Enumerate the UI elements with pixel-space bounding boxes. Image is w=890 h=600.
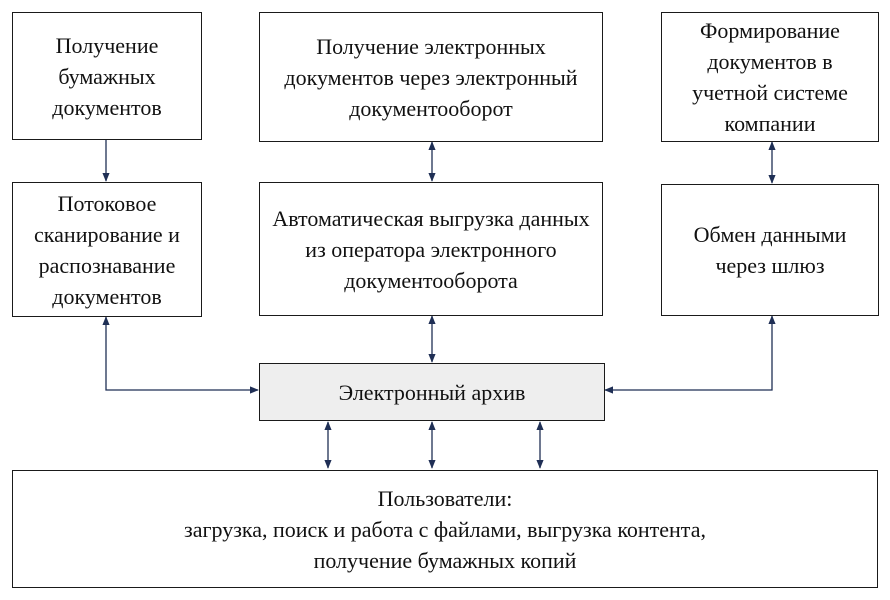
arrow-gateway-archive xyxy=(604,315,776,394)
arrow-scanning-archive xyxy=(102,316,259,394)
box-users: Пользователи: загрузка, поиск и работа с… xyxy=(12,470,878,588)
box-edo-receive-label: Получение электронных документов через э… xyxy=(284,33,578,121)
box-paper-docs: Получение бумажных документов xyxy=(12,12,202,140)
box-scanning-label: Потоковое сканирование и распознавание д… xyxy=(34,190,180,309)
box-users-line2: получение бумажных копий xyxy=(313,547,577,573)
box-accounting-docs-label: Формирование документов в учетной систем… xyxy=(692,18,848,136)
box-gateway-label: Обмен данными через шлюз xyxy=(693,222,847,278)
box-accounting-docs: Формирование документов в учетной систем… xyxy=(661,12,879,142)
box-auto-export: Автоматическая выгрузка данных из операт… xyxy=(259,182,603,316)
box-paper-docs-label: Получение бумажных документов xyxy=(52,32,162,120)
box-scanning: Потоковое сканирование и распознавание д… xyxy=(12,182,202,317)
box-archive: Электронный архив xyxy=(259,363,605,421)
box-auto-export-label: Автоматическая выгрузка данных из операт… xyxy=(272,205,590,293)
box-edo-receive: Получение электронных документов через э… xyxy=(259,12,603,142)
box-archive-label: Электронный архив xyxy=(338,379,526,405)
box-gateway: Обмен данными через шлюз xyxy=(661,184,879,316)
box-users-line1: загрузка, поиск и работа с файлами, выгр… xyxy=(184,516,706,542)
box-users-title: Пользователи: xyxy=(377,485,513,511)
